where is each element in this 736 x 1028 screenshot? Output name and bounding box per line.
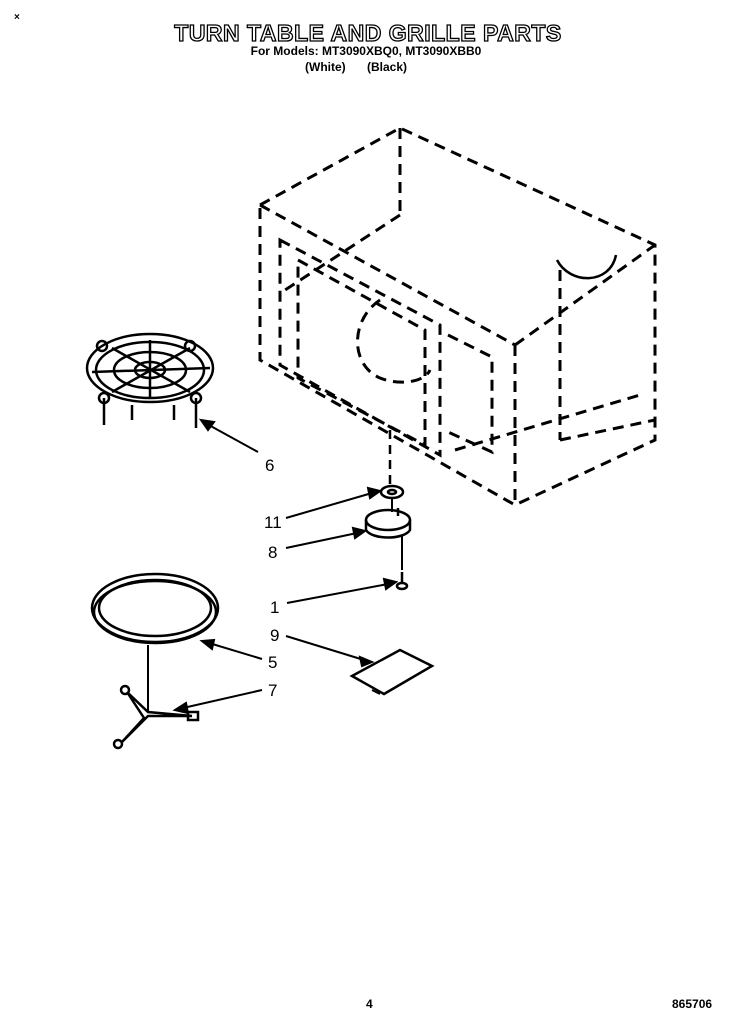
roller-support [112,684,200,750]
callout-8: 8 [268,543,278,562]
models-line: For Models: MT3090XBQ0, MT3090XBB0 [250,44,482,58]
cover-plate [349,648,435,696]
washer [379,484,405,500]
callout-7: 7 [268,681,278,700]
corner-mark: × [14,12,20,23]
callout-5: 5 [268,653,278,672]
glass-turntable-tray [90,572,220,645]
turntable-motor [364,508,412,539]
leader-lines [172,418,399,715]
callout-9: 9 [270,626,280,645]
callout-11: 11 [264,513,282,532]
page-title: TURN TABLE AND GRILLE PARTS [174,19,562,46]
cavity-top-opening [555,254,618,280]
callout-1: 1 [270,598,280,617]
microwave-cavity-outline [258,126,657,507]
colors-line: (White) (Black) [305,60,407,74]
cover-plate-tab [371,689,381,695]
callout-6: 6 [265,456,275,475]
grille-rack [85,332,215,428]
page-number: 4 [366,997,373,1011]
document-code: 865706 [672,997,713,1011]
mounting-screw [395,572,409,591]
